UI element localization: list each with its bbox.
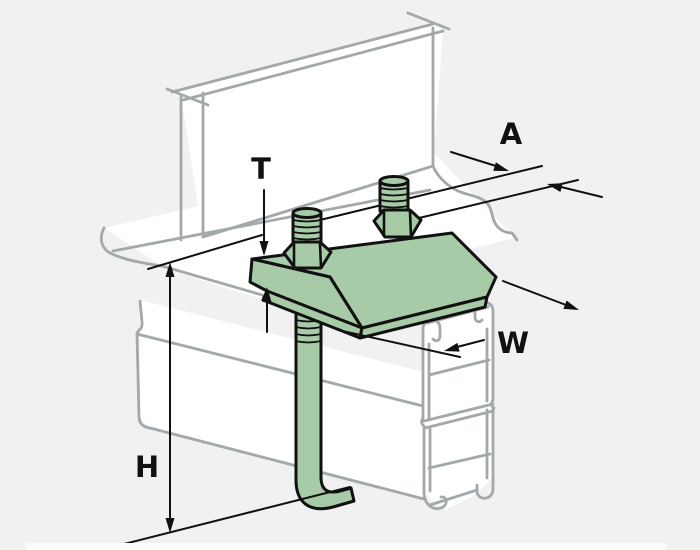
channel-upper-inner-bottom xyxy=(427,358,491,377)
w-arrow-right-head xyxy=(563,300,579,310)
beam-top-flange-face xyxy=(172,24,443,100)
left-hex-nut xyxy=(282,240,333,270)
right-nut-facet-line-2 xyxy=(408,210,413,238)
beam-flange-end-tick-right xyxy=(406,11,451,31)
a-arrow-left-head xyxy=(493,162,509,171)
w-arrow-left-tail xyxy=(456,339,485,348)
a-gauge-line-1 xyxy=(319,165,543,221)
w-arrow-left-head xyxy=(444,342,460,352)
dimension-label-w: W xyxy=(497,326,529,360)
clamp-bolt-left xyxy=(282,207,333,270)
t-arrow-upper-head xyxy=(259,241,269,256)
dimension-h: H xyxy=(119,234,351,546)
beam-bottom-flange-right-end xyxy=(431,164,519,242)
beam-flange-bottom-edge xyxy=(181,29,445,102)
h-extension-line-bottom xyxy=(119,486,351,546)
a-arrow-right-tail xyxy=(558,185,603,198)
dimension-t: T xyxy=(251,152,272,333)
h-arrow-top-head xyxy=(165,262,175,277)
a-arrow-right-head xyxy=(547,183,563,192)
a-arrow-left-tail xyxy=(450,151,497,167)
dimension-label-t: T xyxy=(251,152,271,186)
clamp-bolt-right xyxy=(372,175,423,239)
dimension-a: A xyxy=(450,117,603,198)
h-extension-line-top xyxy=(147,234,263,270)
j-bolt-hook-tip-edge xyxy=(339,487,352,492)
channel-joint-upper-line xyxy=(422,402,495,423)
channel-body-bottom-edge xyxy=(148,426,426,501)
h-arrow-bottom-head xyxy=(165,518,175,533)
strut-channel-body xyxy=(135,299,426,501)
bottom-highlight-strip xyxy=(25,543,667,550)
channel-section-face xyxy=(423,306,493,510)
clamp-plate-fold-line xyxy=(328,275,364,330)
left-nut-facet-line-2 xyxy=(318,242,323,269)
left-stud-top xyxy=(291,207,323,219)
dimension-label-a: A xyxy=(500,117,523,151)
channel-lip-bottom-left xyxy=(422,490,448,510)
channel-body-mid-edge xyxy=(135,332,425,408)
dimension-label-h: H xyxy=(135,450,159,484)
channel-joint-lower-line xyxy=(423,409,495,430)
right-hex-nut xyxy=(372,208,423,239)
strut-channel-cross-section xyxy=(420,300,496,510)
channel-bottom-far-edge xyxy=(428,488,479,507)
beam-bottom-flange-near-top-edge xyxy=(111,188,432,253)
channel-lower-inner-bottom xyxy=(427,452,492,470)
right-stud-threads xyxy=(379,187,409,209)
right-stud-top xyxy=(378,175,410,187)
left-stud-threads xyxy=(292,219,322,241)
channel-body-face xyxy=(139,300,424,500)
beam-flange-top-edge xyxy=(170,22,435,94)
t-arrow-lower-head xyxy=(262,287,272,302)
w-arrow-right-tail xyxy=(502,280,567,306)
w-extension-line xyxy=(337,329,461,358)
dimension-w: W xyxy=(337,280,579,360)
